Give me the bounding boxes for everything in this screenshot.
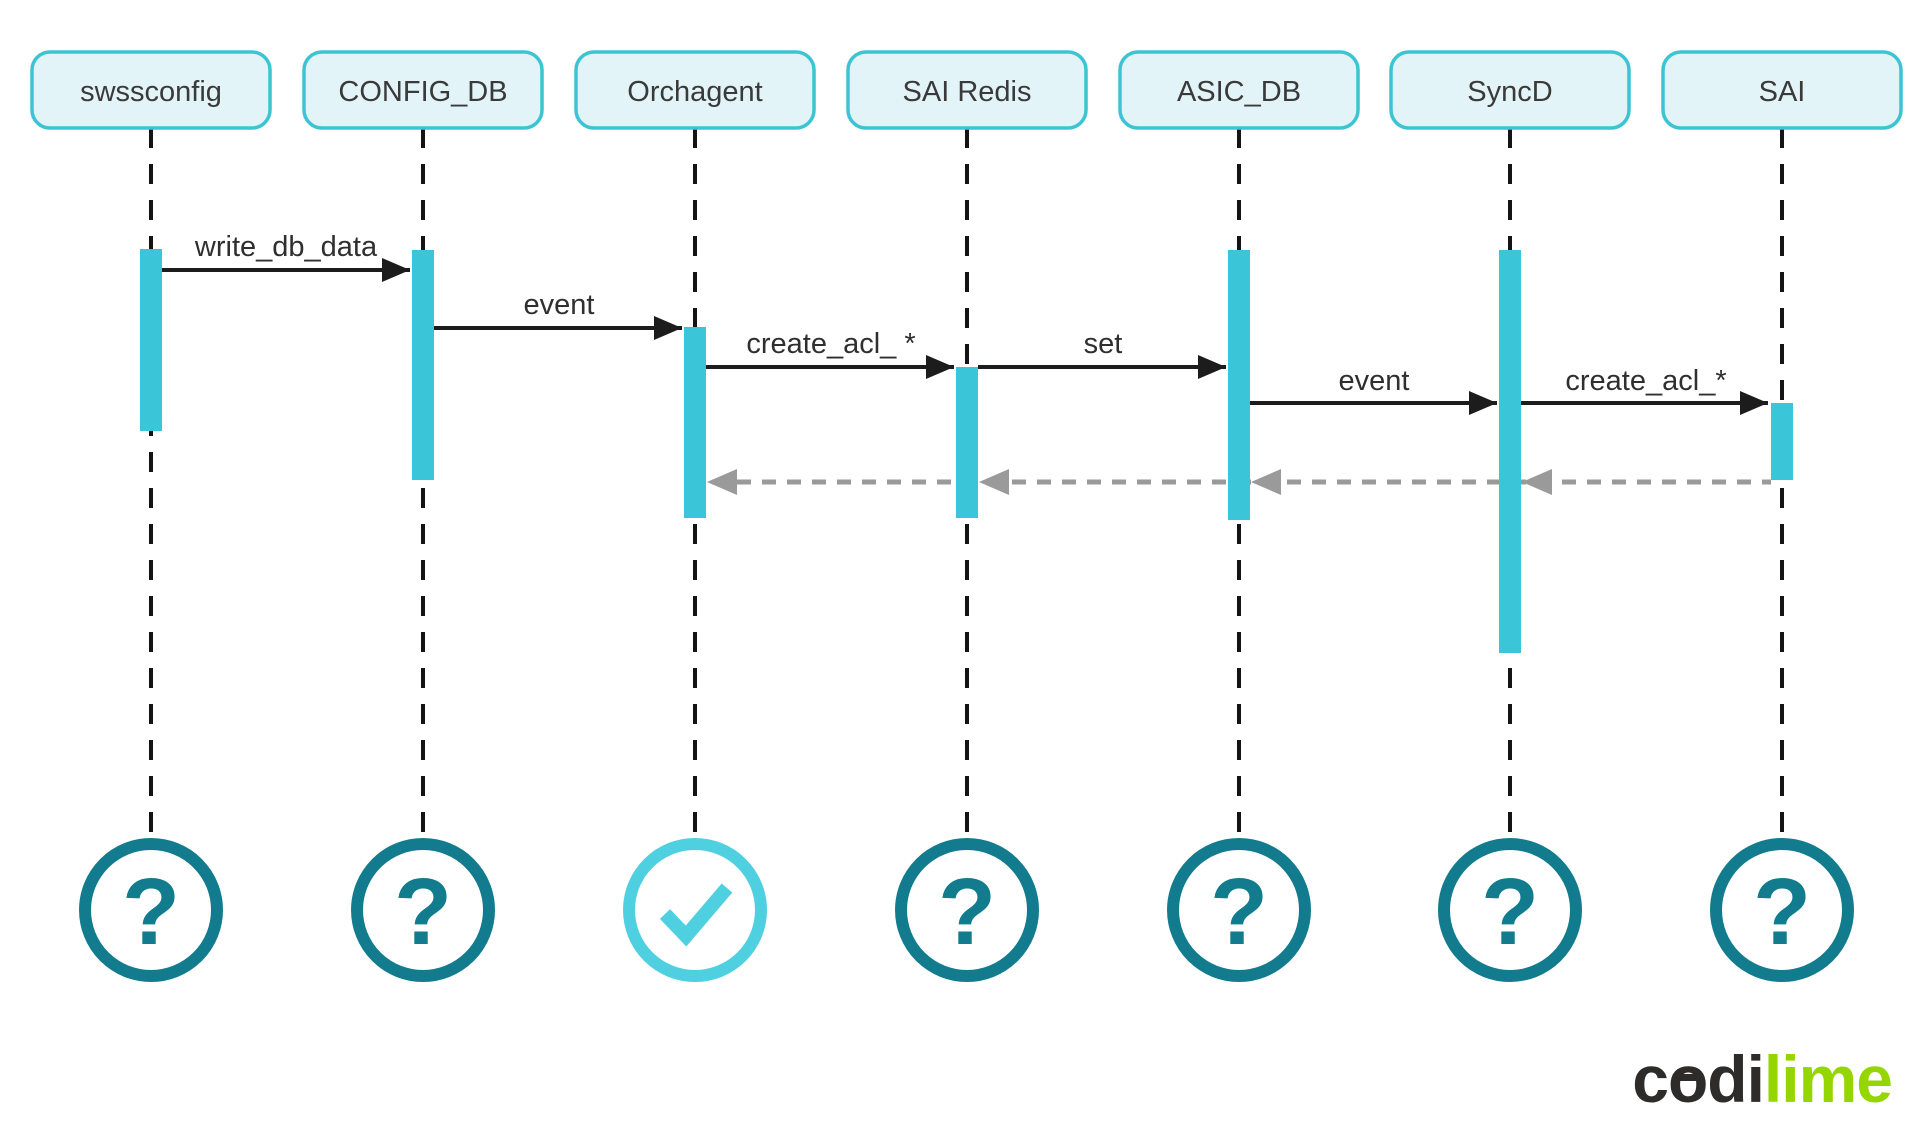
- return-arrowheads: [707, 469, 1552, 495]
- message-label: event: [524, 289, 595, 321]
- participant-box-config-db: CONFIG_DB: [302, 50, 544, 130]
- activation-bar-syncd: [1499, 250, 1521, 653]
- participant-label: SyncD: [1467, 76, 1552, 108]
- activation-bar-orchagent: [684, 327, 706, 518]
- participant-label: SAI Redis: [903, 76, 1032, 108]
- message-arrows: [162, 258, 1768, 415]
- activation-bar-sai: [1771, 403, 1793, 480]
- status-circle-orchagent: [623, 838, 767, 982]
- logo-text-lime: lime: [1763, 1042, 1893, 1116]
- activation-bars: [140, 249, 1793, 653]
- message-label: create_acl_ *: [746, 328, 915, 360]
- status-circle-sai-redis: ?: [895, 838, 1039, 982]
- question-mark-icon: ?: [394, 859, 452, 965]
- logo-text-c: c: [1632, 1042, 1669, 1116]
- logo-barred-o: o: [1667, 1042, 1708, 1116]
- status-circle-asic-db: ?: [1167, 838, 1311, 982]
- return-arrowhead-sai-redis: [979, 469, 1009, 495]
- participant-label: CONFIG_DB: [338, 76, 507, 108]
- activation-bar-swssconfig: [140, 249, 162, 431]
- question-mark-icon: ?: [122, 859, 180, 965]
- question-mark-icon: ?: [1210, 859, 1268, 965]
- activation-bar-sai-redis: [956, 367, 978, 518]
- status-circle-swssconfig: ?: [79, 838, 223, 982]
- checkmark-icon: [659, 883, 733, 947]
- participant-label: swssconfig: [80, 76, 222, 108]
- participant-box-sai: SAI: [1661, 50, 1903, 130]
- participant-box-swssconfig: swssconfig: [30, 50, 272, 130]
- message-label: create_acl_*: [1565, 365, 1726, 397]
- return-arrowhead-orchagent: [707, 469, 737, 495]
- message-labels: write_db_data event create_acl_ * set ev…: [194, 231, 1727, 397]
- participant-label: Orchagent: [627, 76, 762, 108]
- participant-box-sai-redis: SAI Redis: [846, 50, 1088, 130]
- message-label: event: [1339, 365, 1410, 397]
- question-mark-icon: ?: [1481, 859, 1539, 965]
- status-circle-config-db: ?: [351, 838, 495, 982]
- question-mark-icon: ?: [938, 859, 996, 965]
- return-arrowhead-syncd: [1522, 469, 1552, 495]
- status-circles: ? ? ? ? ? ?: [79, 838, 1854, 982]
- participant-boxes: swssconfig CONFIG_DB Orchagent SAI Redis…: [30, 50, 1903, 130]
- participant-box-orchagent: Orchagent: [574, 50, 816, 130]
- status-circle-sai: ?: [1710, 838, 1854, 982]
- participant-label: ASIC_DB: [1177, 76, 1301, 108]
- question-mark-icon: ?: [1753, 859, 1811, 965]
- participant-box-syncd: SyncD: [1389, 50, 1631, 130]
- activation-bar-config-db: [412, 250, 434, 480]
- return-arrowhead-asic-db: [1251, 469, 1281, 495]
- logo-text-di: di: [1707, 1042, 1765, 1116]
- lifelines: [149, 128, 1784, 838]
- message-label: write_db_data: [194, 231, 378, 263]
- participant-label: SAI: [1759, 76, 1806, 108]
- message-label: set: [1084, 328, 1123, 360]
- participant-box-asic-db: ASIC_DB: [1118, 50, 1360, 130]
- status-circle-syncd: ?: [1438, 838, 1582, 982]
- activation-bar-asic-db: [1228, 250, 1250, 520]
- codilime-logo: codilime: [1632, 1042, 1893, 1116]
